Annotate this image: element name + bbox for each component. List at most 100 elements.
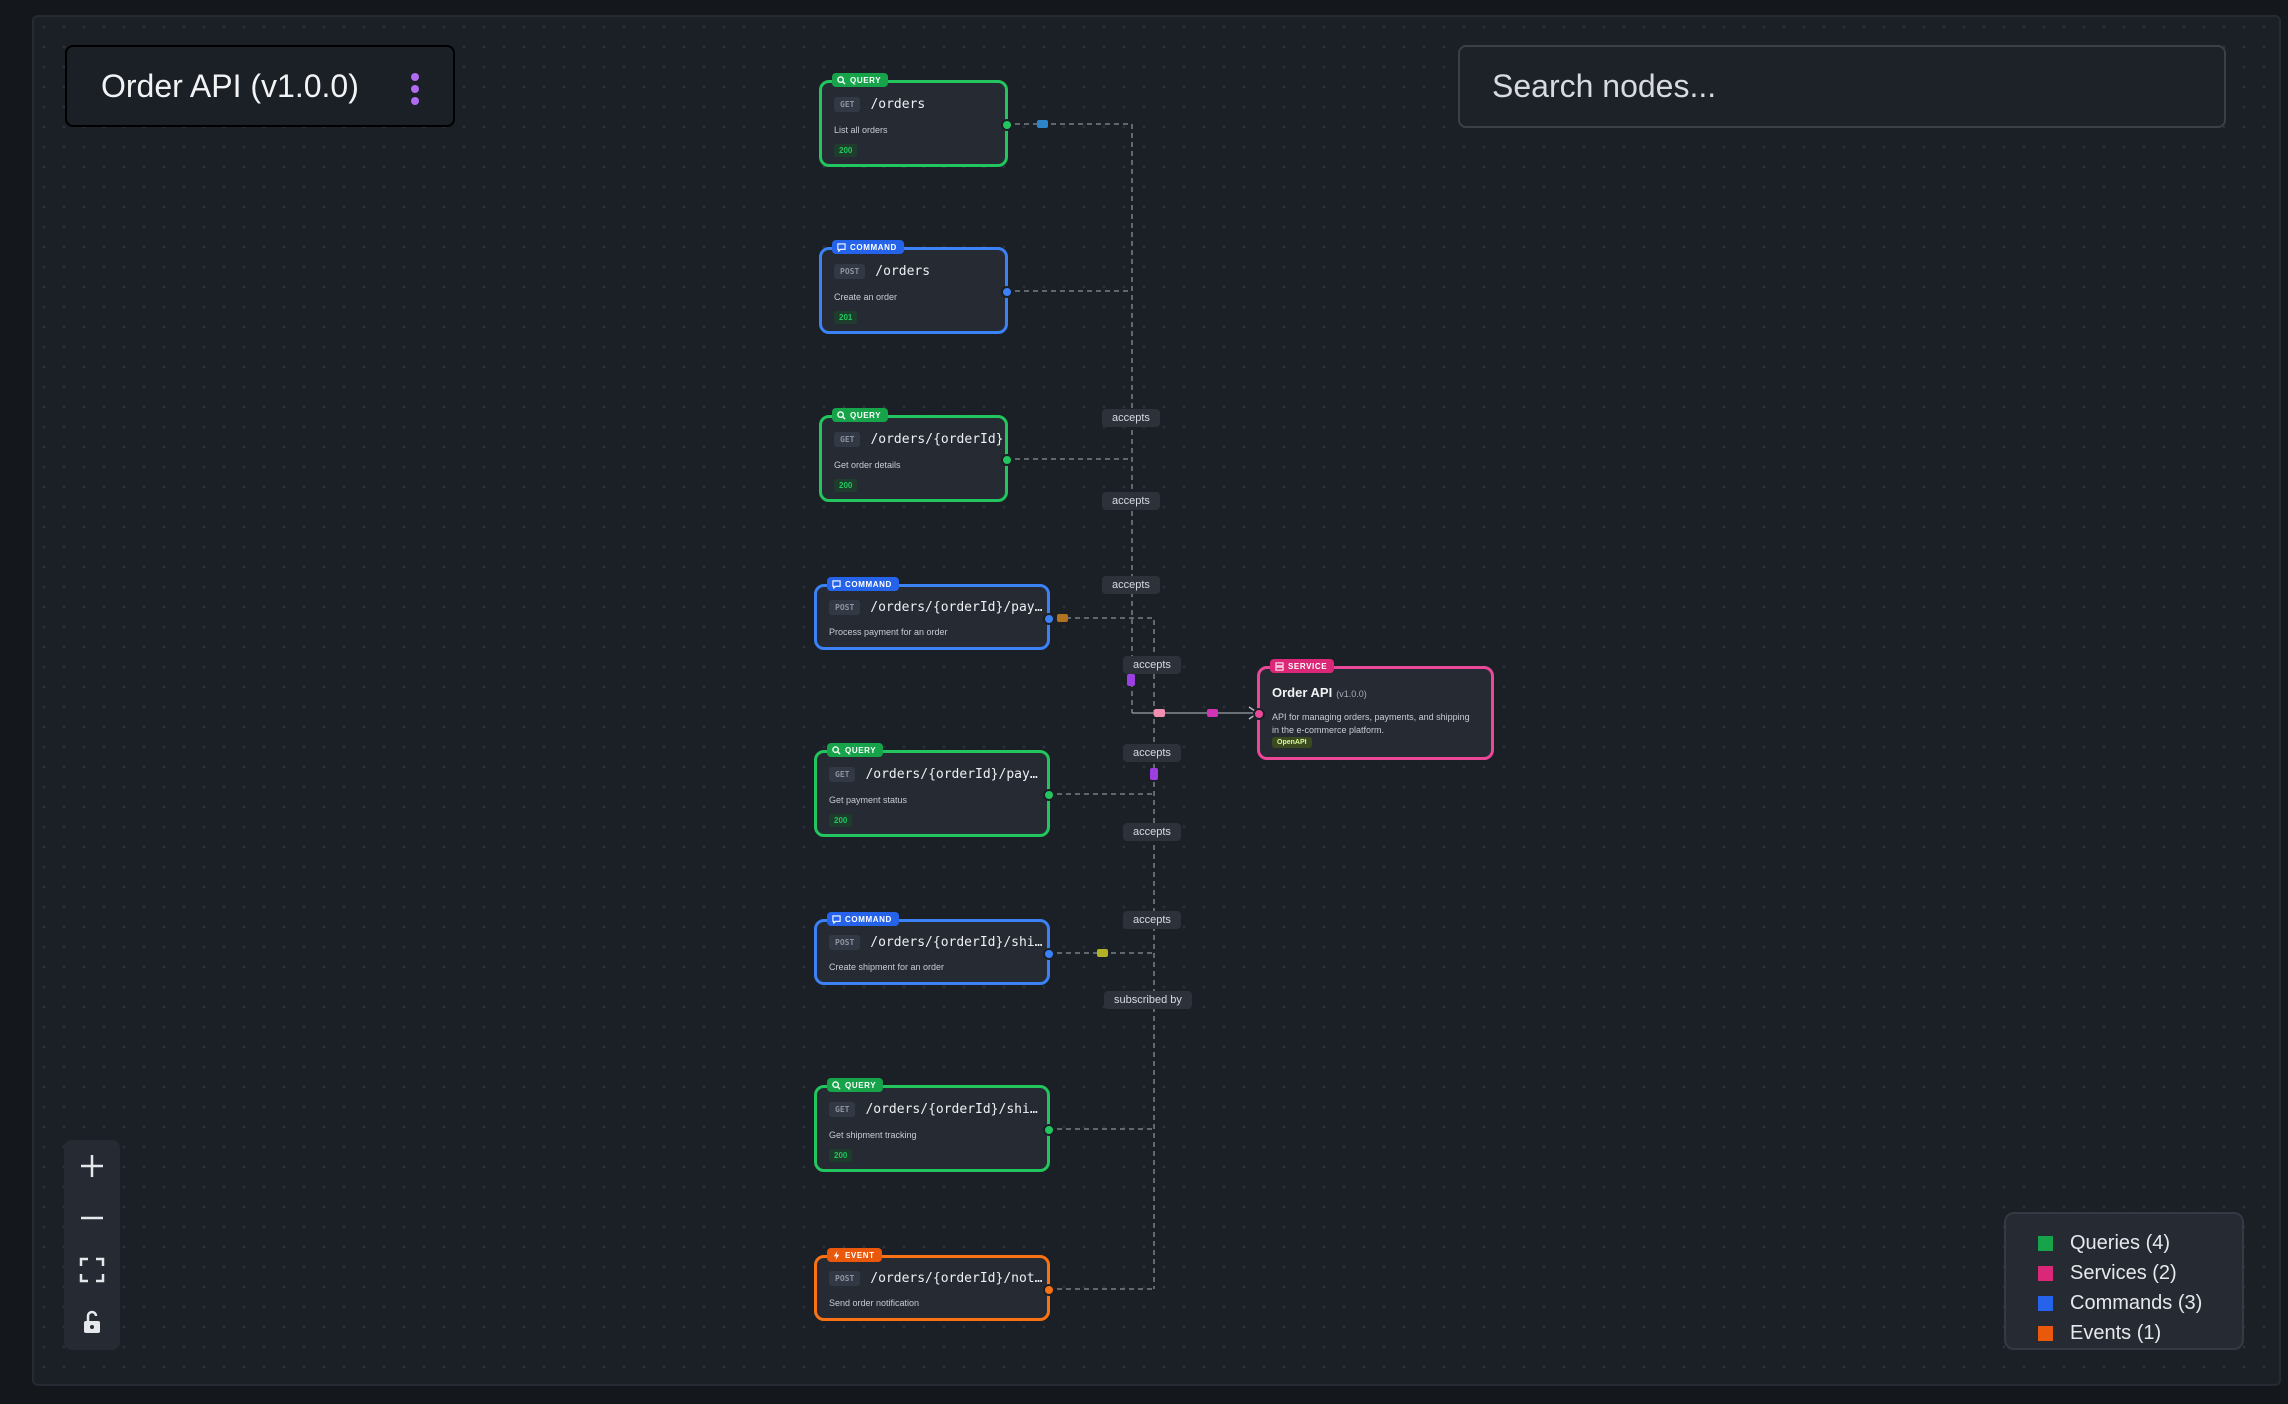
legend-label: Queries (4) xyxy=(2070,1231,2171,1254)
edge-label: accepts xyxy=(1123,823,1181,841)
page-title: Order API (v1.0.0) xyxy=(101,67,359,104)
endpoint-node[interactable]: COMMAND POST/orders/{orderId}/ship… Crea… xyxy=(814,912,1050,985)
http-method: POST xyxy=(829,600,861,615)
query-badge: QUERY xyxy=(827,743,884,757)
event-badge: EVENT xyxy=(827,1248,882,1262)
flow-canvas[interactable] xyxy=(32,15,2281,1386)
service-badge: SERVICE xyxy=(1270,659,1335,673)
http-method: POST xyxy=(829,935,861,950)
service-version: (v1.0.0) xyxy=(1336,689,1367,699)
edge-marker-icon xyxy=(1150,768,1158,780)
edge-label: accepts xyxy=(1123,911,1181,929)
source-handle[interactable] xyxy=(1001,119,1013,131)
legend-item-services[interactable]: Services (2) xyxy=(2038,1258,2242,1288)
node-type-label: EVENT xyxy=(845,1250,875,1260)
fit-view-button[interactable] xyxy=(64,1244,120,1296)
edge-marker-icon xyxy=(1037,120,1048,128)
endpoint-description: Get payment status xyxy=(829,795,908,805)
endpoint-path: /orders/{orderId}/ship… xyxy=(870,935,1047,950)
source-handle[interactable] xyxy=(1043,789,1055,801)
fit-view-icon xyxy=(79,1257,105,1283)
endpoint-node[interactable]: QUERY GET/orders List all orders 200 xyxy=(819,73,1008,167)
unlock-icon xyxy=(84,1310,100,1333)
endpoint-path: /orders xyxy=(875,264,931,279)
message-icon xyxy=(837,242,846,252)
endpoint-path: /orders/{orderId}/shipm… xyxy=(865,1102,1042,1117)
edge-marker-icon xyxy=(1097,949,1108,957)
search-icon xyxy=(832,745,841,755)
legend-swatch xyxy=(2038,1265,2053,1281)
target-handle[interactable] xyxy=(1253,708,1265,720)
lock-button[interactable] xyxy=(64,1296,120,1348)
source-handle[interactable] xyxy=(1001,454,1013,466)
edge-label: accepts xyxy=(1123,656,1181,674)
search-icon xyxy=(837,75,846,85)
legend-panel: Queries (4) Services (2) Commands (3) Ev… xyxy=(2004,1212,2244,1350)
http-method: GET xyxy=(834,432,861,447)
zap-icon xyxy=(833,1250,840,1260)
node-type-label: COMMAND xyxy=(845,914,892,924)
endpoint-description: List all orders xyxy=(834,125,888,135)
http-method: GET xyxy=(829,767,856,782)
http-method: POST xyxy=(834,264,866,279)
plus-icon xyxy=(81,1155,103,1177)
service-node[interactable]: SERVICE Order API(v1.0.0) API for managi… xyxy=(1257,659,1494,760)
endpoint-path: /orders/{orderId} xyxy=(870,432,1004,447)
endpoint-description: Get order details xyxy=(834,460,901,470)
endpoint-node[interactable]: COMMAND POST/orders Create an order 201 xyxy=(819,240,1008,334)
edge-label: subscribed by xyxy=(1104,991,1192,1009)
endpoint-node[interactable]: COMMAND POST/orders/{orderId}/paym… Proc… xyxy=(814,577,1050,650)
status-badge: 200 xyxy=(829,1149,853,1162)
zoom-out-button[interactable] xyxy=(64,1192,120,1244)
edge-marker-icon xyxy=(1127,674,1135,686)
source-handle[interactable] xyxy=(1043,613,1055,625)
endpoint-node[interactable]: EVENT POST/orders/{orderId}/noti… Send o… xyxy=(814,1248,1050,1321)
message-icon xyxy=(832,579,841,589)
http-method: GET xyxy=(834,97,861,112)
edge-label: accepts xyxy=(1102,576,1160,594)
server-icon xyxy=(1275,661,1284,671)
endpoint-node[interactable]: QUERY GET/orders/{orderId}/shipm… Get sh… xyxy=(814,1078,1050,1172)
node-type-label: QUERY xyxy=(845,745,877,755)
endpoint-node[interactable]: QUERY GET/orders/{orderId} Get order det… xyxy=(819,408,1008,502)
endpoint-path: /orders/{orderId}/noti… xyxy=(870,1271,1047,1286)
legend-item-commands[interactable]: Commands (3) xyxy=(2038,1288,2242,1318)
legend-swatch xyxy=(2038,1235,2053,1251)
node-type-label: QUERY xyxy=(850,410,882,420)
query-badge: QUERY xyxy=(827,1078,884,1092)
more-vertical-icon[interactable] xyxy=(401,73,429,109)
source-handle[interactable] xyxy=(1043,1284,1055,1296)
status-badge: 201 xyxy=(834,311,858,324)
query-badge: QUERY xyxy=(832,73,889,87)
legend-label: Commands (3) xyxy=(2070,1291,2203,1314)
endpoint-description: Create an order xyxy=(834,292,898,302)
endpoint-path: /orders xyxy=(870,97,926,112)
service-title: Order API(v1.0.0) xyxy=(1272,685,1367,700)
search-input[interactable] xyxy=(1458,45,2226,128)
query-badge: QUERY xyxy=(832,408,889,422)
endpoint-description: Create shipment for an order xyxy=(829,962,945,972)
http-method: POST xyxy=(829,1271,861,1286)
search-icon xyxy=(837,410,846,420)
source-handle[interactable] xyxy=(1043,1124,1055,1136)
endpoint-description: Process payment for an order xyxy=(829,627,948,637)
zoom-in-button[interactable] xyxy=(64,1140,120,1192)
source-handle[interactable] xyxy=(1001,286,1013,298)
node-type-label: QUERY xyxy=(850,75,882,85)
service-name: Order API xyxy=(1272,685,1333,700)
command-badge: COMMAND xyxy=(827,577,899,591)
endpoint-path: /orders/{orderId}/paym… xyxy=(870,600,1047,615)
http-method: GET xyxy=(829,1102,856,1117)
legend-item-queries[interactable]: Queries (4) xyxy=(2038,1228,2242,1258)
node-type-label: QUERY xyxy=(845,1080,877,1090)
legend-item-events[interactable]: Events (1) xyxy=(2038,1318,2242,1348)
source-handle[interactable] xyxy=(1043,948,1055,960)
edge-label: accepts xyxy=(1123,744,1181,762)
status-badge: 200 xyxy=(834,144,858,157)
edge-label: accepts xyxy=(1102,492,1160,510)
spec-tag: OpenAPI xyxy=(1272,737,1312,748)
node-type-label: SERVICE xyxy=(1288,661,1328,671)
edge-get-orders xyxy=(1006,123,1133,713)
endpoint-node[interactable]: QUERY GET/orders/{orderId}/payme… Get pa… xyxy=(814,743,1050,837)
edge-marker-icon xyxy=(1207,709,1218,717)
